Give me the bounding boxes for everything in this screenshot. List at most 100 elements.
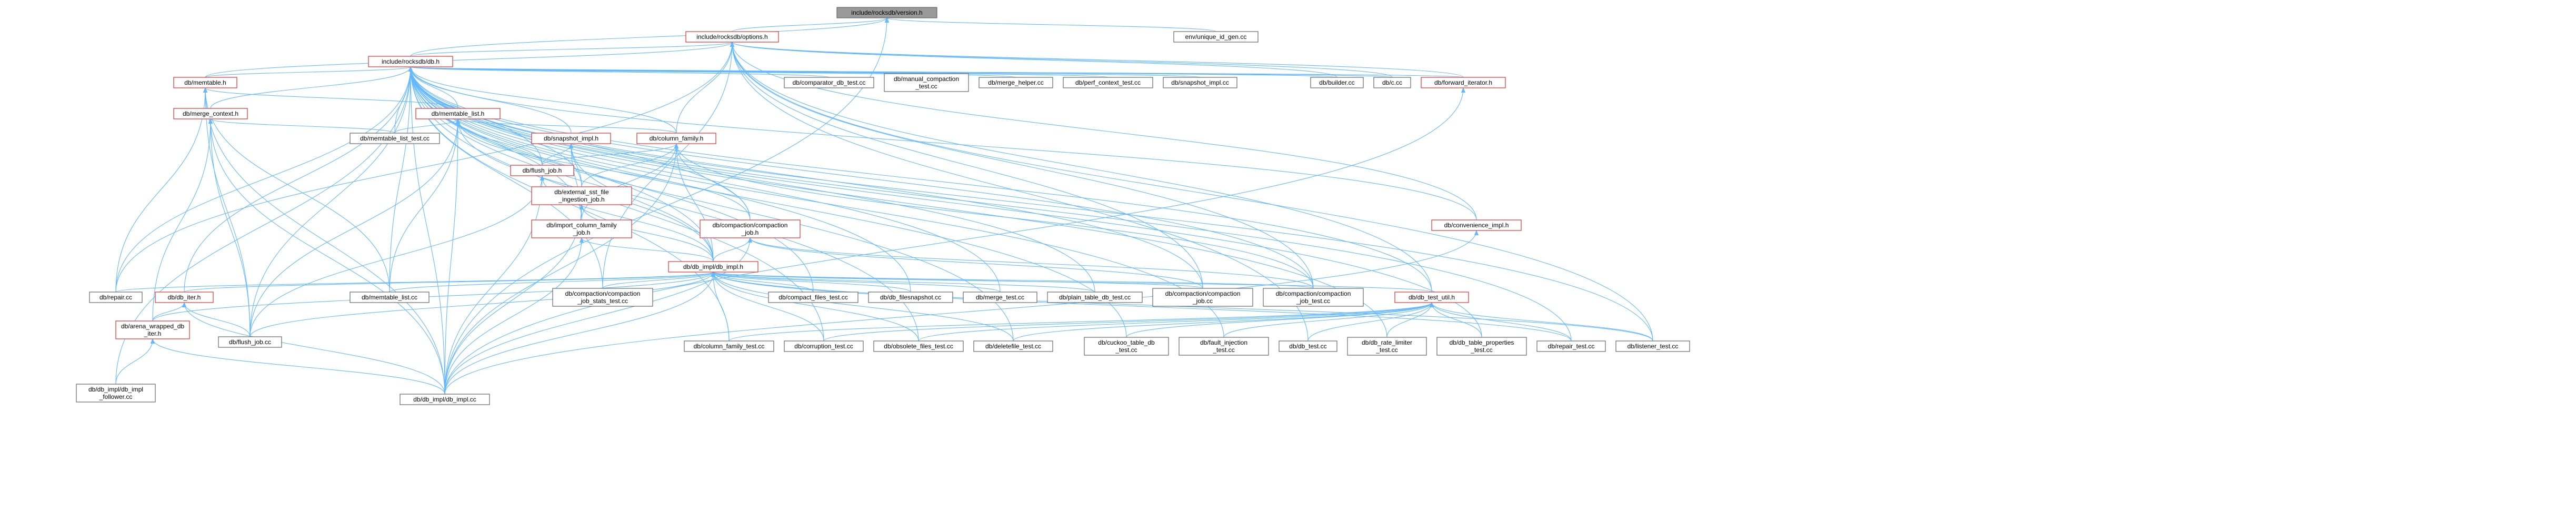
graph-node-colfam[interactable]: db/column_family.h xyxy=(636,133,716,144)
graph-node-cuckoo[interactable]: db/cuckoo_table_db_test.cc xyxy=(1084,337,1169,356)
node-box xyxy=(1431,219,1522,231)
graph-node-repair[interactable]: db/repair.cc xyxy=(89,292,143,303)
graph-node-fwd[interactable]: db/forward_iterator.h xyxy=(1421,77,1506,88)
graph-node-repair-test[interactable]: db/repair_test.cc xyxy=(1536,340,1606,352)
dependency-edge xyxy=(1386,302,1432,338)
graph-node-builder[interactable]: db/builder.cc xyxy=(1310,77,1364,88)
graph-node-merge-helper[interactable]: db/merge_helper.cc xyxy=(979,77,1053,88)
graph-node-db-test[interactable]: db/db_test.cc xyxy=(1279,340,1337,352)
graph-node-corruption[interactable]: db/corruption_test.cc xyxy=(784,340,864,352)
graph-nodes: include/rocksdb/version.hinclude/rocksdb… xyxy=(76,7,1690,405)
dependency-edge xyxy=(444,230,1476,395)
graph-node-merge-ctx[interactable]: db/merge_context.h xyxy=(173,108,248,119)
graph-node-memlist[interactable]: db/memtable_list.h xyxy=(415,108,501,119)
graph-node-filesnap[interactable]: db/db_filesnapshot.cc xyxy=(868,292,953,303)
graph-node-flush-cc[interactable]: db/flush_job.cc xyxy=(218,336,282,348)
graph-node-options[interactable]: include/rocksdb/options.h xyxy=(685,31,779,43)
graph-node-rate[interactable]: db/db_rate_limiter_test.cc xyxy=(1347,337,1427,356)
graph-node-memtable-list-cc[interactable]: db/memtable_list.cc xyxy=(350,292,430,303)
dependency-edge xyxy=(152,119,211,322)
node-label: _ingestion_job.h xyxy=(558,196,604,203)
dependency-edge xyxy=(444,205,582,395)
node-label: db/arena_wrapped_db xyxy=(121,323,184,330)
graph-node-snap-impl-h[interactable]: db/snapshot_impl.h xyxy=(531,133,611,144)
dependency-edge xyxy=(713,272,1572,342)
graph-node-fault[interactable]: db/fault_injection_test.cc xyxy=(1179,337,1269,356)
graph-node-compaction[interactable]: db/compaction/compaction_job.h xyxy=(700,219,801,238)
graph-node-perf[interactable]: db/perf_context_test.cc xyxy=(1063,77,1153,88)
graph-node-flush-job[interactable]: db/flush_job.h xyxy=(510,165,574,176)
node-box xyxy=(218,336,282,348)
node-label: db/forward_iterator.h xyxy=(1434,79,1492,86)
graph-node-deletefile[interactable]: db/deletefile_test.cc xyxy=(973,340,1053,352)
graph-node-arena[interactable]: db/arena_wrapped_db_iter.h xyxy=(115,320,190,339)
dependency-edge xyxy=(410,42,732,57)
node-label: _job_test.cc xyxy=(1296,297,1330,305)
graph-node-compact-files[interactable]: db/compact_files_test.cc xyxy=(768,292,858,303)
graph-node-memtable[interactable]: db/memtable.h xyxy=(173,77,237,88)
node-label: _test.cc xyxy=(1470,346,1492,354)
graph-node-manual[interactable]: db/manual_compaction_test.cc xyxy=(884,73,969,92)
dependency-edge xyxy=(732,42,1477,220)
node-label: db/compact_files_test.cc xyxy=(778,294,847,301)
graph-node-dbimpl-cc[interactable]: db/db_impl/db_impl.cc xyxy=(400,394,490,405)
node-box xyxy=(1436,337,1527,356)
graph-node-obsolete[interactable]: db/obsolete_files_test.cc xyxy=(873,340,964,352)
dependency-edge xyxy=(1307,302,1432,342)
graph-node-cmp-db-test[interactable]: db/comparator_db_test.cc xyxy=(784,77,874,88)
graph-node-cjob-cc[interactable]: db/compaction/compaction_job.cc xyxy=(1152,288,1253,307)
dependency-edge xyxy=(458,119,751,220)
dependency-edge xyxy=(887,17,1216,32)
node-label: _job.h xyxy=(741,229,759,236)
graph-node-colfam-test[interactable]: db/column_family_test.cc xyxy=(684,340,774,352)
dependency-edge xyxy=(732,42,1393,78)
node-label: db/flush_job.cc xyxy=(229,338,271,346)
graph-node-unique[interactable]: env/unique_id_gen.cc xyxy=(1173,31,1259,43)
dependency-edge xyxy=(115,88,205,293)
dependency-edge xyxy=(394,118,458,134)
dependency-edge xyxy=(713,272,824,342)
graph-node-db-h[interactable]: include/rocksdb/db.h xyxy=(368,56,453,67)
graph-node-listener[interactable]: db/listener_test.cc xyxy=(1615,340,1690,352)
graph-node-db-test-util[interactable]: db/db_test_util.h xyxy=(1394,292,1469,303)
node-label: db/listener_test.cc xyxy=(1628,343,1679,350)
dependency-edge xyxy=(1432,302,1653,342)
graph-node-merge-test[interactable]: db/merge_test.cc xyxy=(963,292,1037,303)
dependency-edge xyxy=(1432,302,1572,342)
graph-node-ext-sst[interactable]: db/external_sst_file_ingestion_job.h xyxy=(531,186,632,205)
dependency-edge xyxy=(411,67,1224,338)
dependency-edge xyxy=(205,88,251,337)
node-label: db/db_filesnapshot.cc xyxy=(880,294,941,301)
node-box xyxy=(531,186,632,205)
node-label: db/merge_test.cc xyxy=(976,294,1024,301)
node-label: db/snapshot_impl.h xyxy=(544,135,598,142)
graph-node-conv[interactable]: db/convenience_impl.h xyxy=(1431,219,1522,231)
dependency-edge xyxy=(411,67,1482,338)
graph-node-plain-tbl[interactable]: db/plain_table_db_test.cc xyxy=(1047,292,1143,303)
dependency-edge xyxy=(411,67,1387,338)
graph-node-memlist-test[interactable]: db/memtable_list_test.cc xyxy=(350,133,440,144)
dependency-edge xyxy=(728,302,1432,342)
graph-node-snap-impl-cc[interactable]: db/snapshot_impl.cc xyxy=(1163,77,1237,88)
node-label: db/snapshot_impl.cc xyxy=(1171,79,1229,86)
graph-node-import-cf[interactable]: db/import_column_family_job.h xyxy=(531,219,632,238)
graph-node-tblprops[interactable]: db/db_table_properties_test.cc xyxy=(1436,337,1527,356)
graph-node-c-cc[interactable]: db/c.cc xyxy=(1373,77,1411,88)
dependency-edge xyxy=(411,66,830,78)
node-label: _job_stats_test.cc xyxy=(577,297,628,305)
node-label: _test.cc xyxy=(1115,346,1137,354)
graph-node-cjob-test[interactable]: db/compaction/compaction_job_test.cc xyxy=(1263,288,1364,307)
node-box xyxy=(963,292,1037,303)
node-label: db/compaction/compaction xyxy=(565,290,641,297)
graph-node-stats-test[interactable]: db/compaction/compaction_job_stats_test.… xyxy=(552,288,653,307)
dependency-edge xyxy=(713,272,919,342)
dependency-edge xyxy=(249,176,542,337)
graph-node-dbimpl-h[interactable]: db/db_impl/db_impl.h xyxy=(668,261,758,273)
node-box xyxy=(1536,340,1606,352)
graph-node-follower[interactable]: db/db_impl/db_impl_follower.cc xyxy=(76,384,156,403)
node-label: db/convenience_impl.h xyxy=(1444,222,1509,229)
dependency-edge xyxy=(713,272,730,342)
dependency-edge xyxy=(676,144,714,262)
dependency-edge xyxy=(732,42,1432,293)
graph-node-db-iter[interactable]: db/db_iter.h xyxy=(155,292,214,303)
